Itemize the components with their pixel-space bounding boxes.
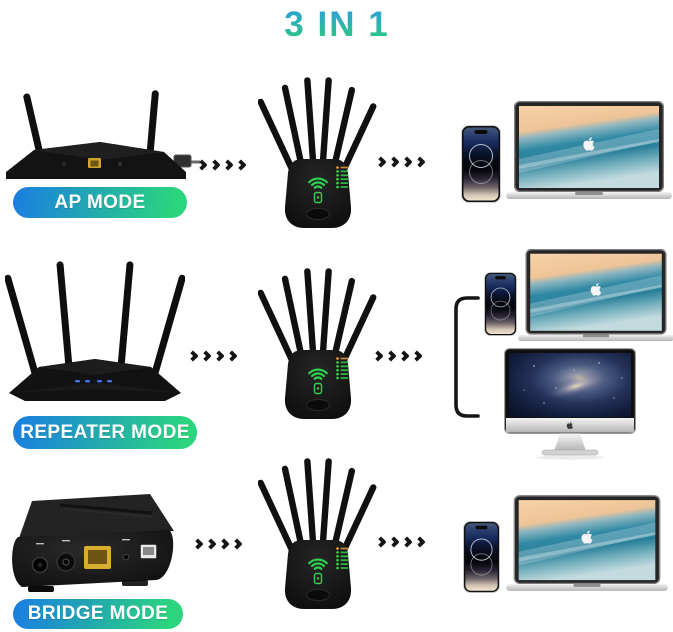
smartphone — [484, 272, 517, 336]
chevron-right-icon — [226, 350, 238, 362]
ap-mode-label: AP MODE — [54, 191, 146, 213]
arrow-group — [375, 150, 426, 174]
chevron-right-icon — [385, 350, 397, 362]
bridge-mode-badge: BRIDGE MODE — [13, 599, 183, 629]
chevron-right-icon — [222, 159, 234, 171]
chevron-right-icon — [205, 538, 217, 550]
chevron-right-icon — [231, 538, 243, 550]
chevron-right-icon — [187, 350, 199, 362]
chevron-right-icon — [372, 350, 384, 362]
imac-desktop — [504, 348, 636, 460]
chevron-right-icon — [401, 536, 413, 548]
arrow-group — [372, 344, 423, 368]
chevron-right-icon — [398, 350, 410, 362]
chevron-right-icon — [375, 156, 387, 168]
repeater-mode-router — [5, 261, 185, 401]
chevron-right-icon — [414, 156, 426, 168]
chevron-right-icon — [192, 538, 204, 550]
bridge-mode-modem — [10, 492, 176, 594]
bridge-mode-extender — [258, 456, 378, 611]
chevron-right-icon — [209, 159, 221, 171]
arrow-group — [375, 530, 426, 554]
macbook-laptop — [506, 495, 668, 593]
arrow-group — [192, 532, 243, 556]
chevron-right-icon — [388, 156, 400, 168]
ap-mode-badge: AP MODE — [13, 187, 187, 218]
repeater-mode-extender — [258, 266, 378, 421]
chevron-right-icon — [411, 350, 423, 362]
smartphone — [463, 521, 500, 593]
chevron-right-icon — [375, 536, 387, 548]
ap-mode-extender — [258, 75, 378, 230]
repeater-mode-label: REPEATER MODE — [20, 421, 190, 443]
arrow-group — [196, 153, 247, 177]
chevron-right-icon — [218, 538, 230, 550]
macbook-laptop — [518, 249, 673, 343]
chevron-right-icon — [401, 156, 413, 168]
arrow-group — [187, 344, 238, 368]
chevron-right-icon — [213, 350, 225, 362]
chevron-right-icon — [388, 536, 400, 548]
chevron-right-icon — [200, 350, 212, 362]
ap-mode-router — [4, 88, 200, 181]
page-title: 3 IN 1 — [284, 5, 389, 44]
chevron-right-icon — [235, 159, 247, 171]
chevron-right-icon — [196, 159, 208, 171]
smartphone — [461, 125, 501, 203]
title-text: 3 IN 1 — [284, 5, 389, 44]
connection-bracket — [454, 296, 480, 418]
macbook-laptop — [506, 101, 672, 201]
repeater-mode-badge: REPEATER MODE — [13, 416, 197, 449]
bridge-mode-label: BRIDGE MODE — [27, 603, 169, 624]
chevron-right-icon — [414, 536, 426, 548]
